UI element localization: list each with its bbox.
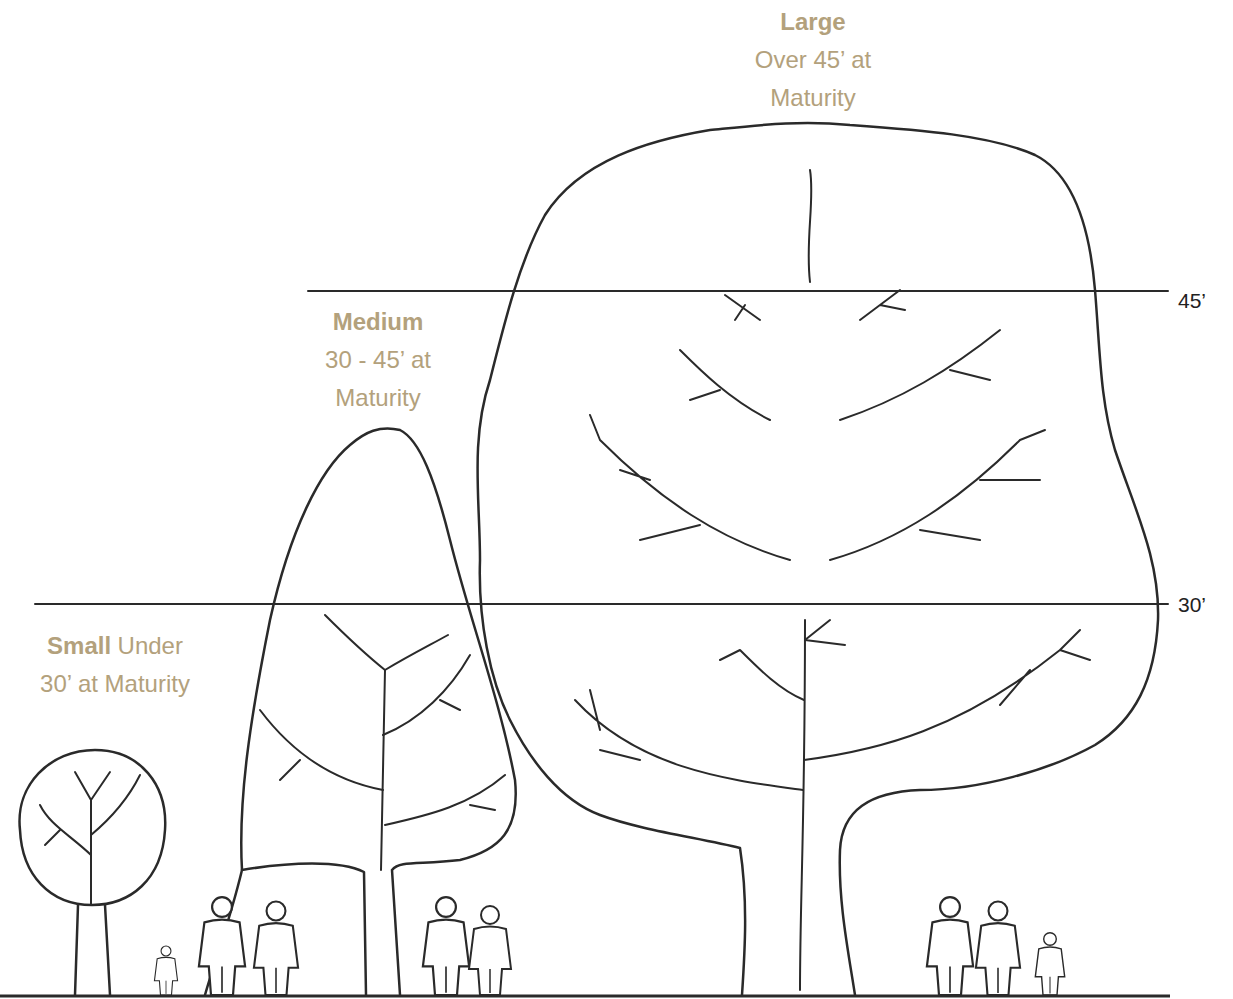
person-adult — [254, 902, 298, 995]
height-line — [308, 290, 1168, 292]
person-child — [1035, 933, 1064, 995]
height-lines — [35, 291, 1168, 604]
height-range: 30 - 45’ at Maturity — [325, 346, 431, 411]
tree-branch — [260, 615, 505, 825]
size-heading: Medium 30 - 45’ at Maturity — [298, 303, 458, 417]
height-range: Over 45’ at Maturity — [755, 46, 872, 111]
tree-branch — [720, 620, 845, 700]
medium-tree — [205, 428, 516, 995]
size-heading: LargeOver 45’ at Maturity — [733, 3, 893, 117]
height-marker: 45’ — [1178, 288, 1228, 314]
person-adult — [469, 906, 511, 995]
size-class: Small — [47, 632, 111, 659]
tree-branch — [680, 330, 1000, 420]
tree-trunk — [381, 670, 385, 870]
tree-branch — [40, 772, 140, 905]
tree-branch — [575, 690, 803, 790]
size-class: Large — [733, 3, 893, 41]
tree-outline — [20, 750, 166, 905]
person-adult — [976, 902, 1020, 995]
tree-branch — [830, 430, 1045, 560]
height-label: 45’ — [1178, 289, 1206, 312]
small-tree — [20, 750, 166, 995]
tree-outline — [478, 123, 1159, 995]
tree-trunk — [800, 620, 805, 990]
person-adult — [927, 897, 973, 995]
large-tree — [478, 123, 1159, 995]
tree-branch — [804, 630, 1090, 760]
size-heading: SmallUnder 30’ at Maturity — [40, 627, 190, 703]
tree-outline — [241, 428, 516, 995]
height-label: 30’ — [1178, 593, 1206, 616]
tree-trunk — [75, 905, 110, 995]
people — [154, 897, 1064, 995]
ground-line — [0, 995, 1170, 998]
size-class: Medium — [298, 303, 458, 341]
height-marker: 30’ — [1178, 592, 1228, 618]
person-adult — [423, 897, 469, 995]
tree-branch — [590, 415, 790, 560]
height-line — [35, 603, 1168, 605]
person-child — [154, 946, 177, 995]
tree-branch — [725, 170, 905, 320]
person-adult — [199, 897, 245, 995]
